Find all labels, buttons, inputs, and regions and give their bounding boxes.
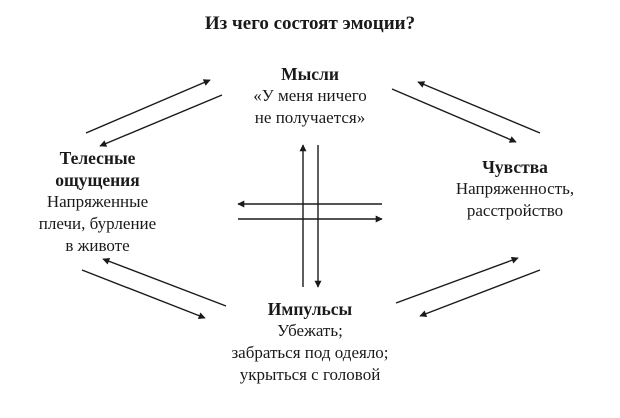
arrow-feelings-to-impulses bbox=[419, 269, 541, 318]
arrow-body-to-impulses bbox=[81, 269, 206, 319]
node-body-sensations-text: Напряженные bbox=[46, 192, 149, 211]
node-body-sensations-text: в животе bbox=[65, 236, 130, 255]
node-impulses-text: Убежать; bbox=[277, 321, 343, 340]
node-thoughts-text: не получается» bbox=[254, 108, 366, 127]
node-impulses: Импульсы Убежать; забраться под одеяло; … bbox=[180, 298, 440, 386]
node-thoughts-text: «У меня ничего bbox=[253, 86, 367, 105]
node-feelings-title: Чувства bbox=[482, 157, 548, 177]
arrow-thoughts-to-feelings bbox=[391, 88, 517, 143]
node-body-sensations-title-line: ощущения bbox=[55, 170, 140, 190]
node-impulses-title: Импульсы bbox=[267, 299, 353, 319]
arrow-impulses-to-feelings bbox=[395, 256, 519, 304]
node-body-sensations-title-line: Телесные bbox=[59, 148, 136, 168]
arrow-feelings-to-thoughts bbox=[417, 81, 541, 134]
node-body-sensations-title: Телесные ощущения bbox=[10, 147, 185, 191]
node-thoughts-title: Мысли bbox=[281, 64, 339, 84]
node-feelings-text: Напряженность, bbox=[455, 179, 575, 198]
node-impulses-text: укрыться с головой bbox=[239, 365, 381, 384]
arrow-body-to-thoughts bbox=[85, 79, 211, 134]
node-feelings: Чувства Напряженность, расстройство bbox=[415, 156, 615, 222]
node-body-sensations: Телесные ощущения Напряженные плечи, бур… bbox=[10, 147, 185, 257]
node-feelings-text: расстройство bbox=[466, 201, 564, 220]
arrow-impulses-to-body bbox=[102, 257, 227, 307]
node-body-sensations-text: плечи, бурление bbox=[38, 214, 157, 233]
diagram-title: Из чего состоят эмоции? bbox=[204, 13, 416, 34]
node-thoughts: Мысли «У меня ничего не получается» bbox=[205, 63, 415, 129]
node-impulses-text: забраться под одеяло; bbox=[231, 343, 389, 362]
arrow-thoughts-to-body bbox=[99, 94, 223, 147]
